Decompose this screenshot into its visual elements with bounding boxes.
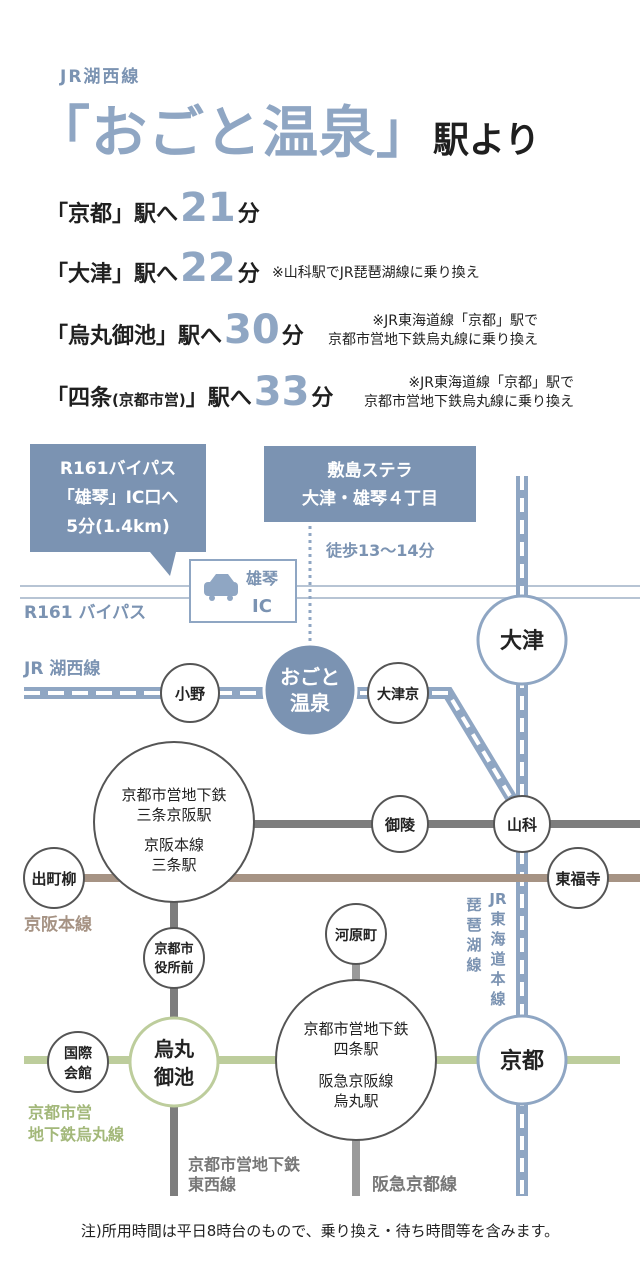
route-dest: 「烏丸御池」駅へ [46,324,223,349]
station-kawaramachi[interactable] [325,903,387,965]
station-shijo-label: 京都市営地下鉄 [303,1020,408,1038]
tokaido-col2: 琵琶湖線 [466,896,481,974]
route-dest: 「京都」駅へ [46,202,179,227]
car-icon [204,574,238,601]
route-dest-small: (京都市営) [112,391,186,409]
station-ogoto[interactable] [262,642,358,738]
station-sanjo-label: 三条京阪駅 [136,806,211,824]
station-shiyakusho-label: 役所前 [154,960,193,976]
callout-stera-line: 大津・雄琴４丁目 [302,488,438,509]
station-misasagi-label: 御陵 [384,816,416,834]
route-karasumaoike: 「烏丸御池」駅へ 30 分 [46,310,304,350]
footnote: 注)所用時間は平日8時台のもので、乗り換え・待ち時間等を含みます。 [80,1222,560,1240]
route-minutes: 22 [180,245,236,291]
walk-label: 徒歩13〜14分 [325,541,435,560]
callout-r161: R161バイパス 「雄琴」IC口へ 5分(1.4km) [30,444,206,576]
line-label-tozai: 東西線 [188,1175,236,1194]
station-otsu-label: 大津 [500,628,544,654]
callout-stera-line: 敷島ステラ [328,460,413,481]
station-karasumaoike-label: 烏丸 [154,1037,195,1061]
station-higashifukuchi-label: 東福寺 [555,870,600,888]
route-kyoto: 「京都」駅へ 21 分 [46,188,260,228]
route-shijo: 「四条(京都市営)」駅へ 33 分 [46,372,333,412]
route-minutes: 21 [180,185,236,231]
station-higashifukuchi[interactable] [547,847,609,909]
station-ogoto-label: 温泉 [290,691,331,715]
station-shijo[interactable] [275,979,437,1141]
station-ogoto-label: おごと [280,665,340,689]
title-suffix: 駅より [433,120,541,161]
tokaido-jr: JR [488,890,507,908]
station-demachiyanagi[interactable] [23,847,85,909]
route-dest: 「四条(京都市営)」駅へ [46,380,252,412]
station-shijo-label: 烏丸駅 [333,1092,378,1110]
station-demachiyanagi-label: 出町柳 [31,870,76,888]
station-sanjo-label: 京都市営地下鉄 [121,786,226,804]
callout-r161-line: R161バイパス [60,459,176,479]
route-dest-main: 「四条 [46,386,113,411]
route-map: R161 バイパス R161バイパス 「雄琴」IC口へ 5分(1.4km) 敷島… [20,444,640,1196]
line-label-keihan: 京阪本線 [24,914,92,935]
route-dest-end: 」駅へ [185,386,252,411]
route-minutes: 30 [224,307,280,353]
station-sanjo-label: 三条駅 [151,856,196,874]
route-minutes: 33 [253,369,310,415]
callout-r161-line: 5分(1.4km) [66,517,170,537]
station-ono-label: 小野 [175,685,205,703]
station-kokusai-label: 会館 [64,1065,92,1082]
line-label-kosei: JR 湖西線 [23,658,100,679]
station-sanjo[interactable] [93,741,255,903]
ic-box: 雄琴 IC [189,559,297,623]
station-shiyakusho[interactable] [143,927,205,989]
route-unit: 分 [237,262,260,287]
route-dest: 「大津」駅へ [46,262,179,287]
ic-label: 雄琴 [245,569,279,588]
route-note: ※JR東海道線「京都」駅で 京都市営地下鉄烏丸線に乗り換え [328,313,538,348]
route-note: ※山科駅でJR琵琶湖線に乗り換え [272,265,480,281]
station-sanjo-label: 京阪本線 [144,836,204,854]
station-kyoto-label: 京都 [500,1048,544,1074]
station-name: 「おごと温泉」 [34,101,433,166]
station-kokusai-label: 国際 [64,1045,93,1062]
line-label-karasuma: 京都市営 [28,1103,92,1122]
ic-label: IC [252,596,272,617]
route-note: ※JR東海道線「京都」駅で 京都市営地下鉄烏丸線に乗り換え [364,375,574,410]
route-unit: 分 [311,386,334,411]
title: 「おごと温泉」駅より [34,88,540,169]
road-r161 [20,585,640,599]
station-otsukyo[interactable] [367,662,429,724]
tokaido-col1: 東海道本線 [490,910,505,1008]
stations: 小野 おごと 温泉 大津京 大津 御陵 山科 東福寺 出町柳 京都市営地下鉄 三… [23,594,609,1141]
station-shiyakusho-label: 京都市 [154,941,193,957]
station-otsukyo-label: 大津京 [377,686,419,703]
line-name: JR湖西線 [60,67,141,87]
station-yamashina[interactable] [493,795,551,853]
route-unit: 分 [237,202,260,227]
station-karasumaoike-label: 御池 [153,1065,194,1089]
station-kawaramachi-label: 河原町 [335,927,377,944]
callout-stera: 敷島ステラ 大津・雄琴４丁目 [264,446,476,522]
line-label-tozai: 京都市営地下鉄 [188,1155,300,1174]
road-label: R161 バイパス [24,603,146,623]
line-label-tokaido: JR 東海道本線 琵琶湖線 [466,890,507,1008]
station-ono[interactable] [160,663,220,723]
callout-r161-line: 「雄琴」IC口へ [58,487,179,508]
station-misasagi[interactable] [371,795,429,853]
station-kyoto[interactable] [476,1014,568,1106]
station-otsu[interactable] [476,594,568,686]
station-karasumaoike[interactable] [128,1016,220,1108]
line-label-karasuma: 地下鉄烏丸線 [28,1125,124,1144]
route-unit: 分 [281,324,304,349]
line-label-hankyu: 阪急京都線 [372,1174,457,1195]
route-otsu: 「大津」駅へ 22 分 [46,248,260,288]
station-yamashina-label: 山科 [507,816,537,834]
station-shijo-label: 阪急京阪線 [318,1072,393,1090]
station-kokusai[interactable] [47,1031,109,1093]
station-shijo-label: 四条駅 [333,1040,378,1058]
